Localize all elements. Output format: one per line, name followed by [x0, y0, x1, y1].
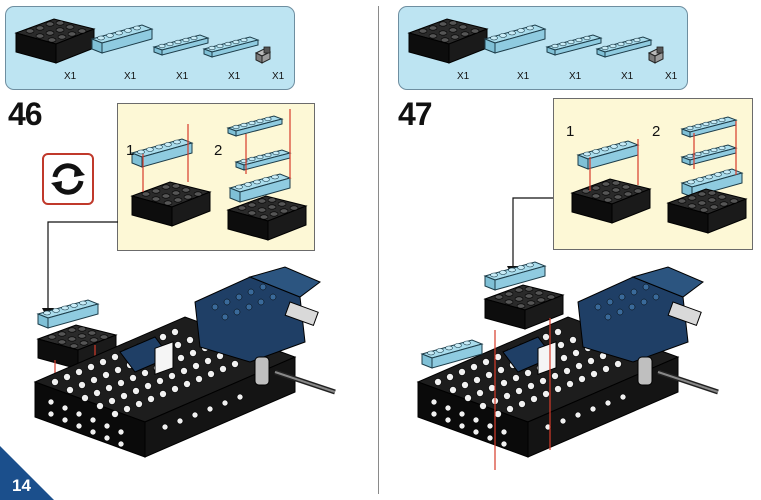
part-qty: X1	[64, 71, 77, 82]
black-brick-2x4-icon	[484, 284, 564, 330]
light-blue-plate-icon	[37, 299, 99, 329]
substep-number: 2	[652, 123, 661, 140]
step-number: 46	[8, 96, 43, 132]
part-qty: X1	[517, 71, 530, 82]
substep-number: 1	[126, 142, 135, 159]
right-assembly-art	[380, 197, 761, 470]
page-number-badge	[0, 446, 54, 500]
step-number: 47	[398, 96, 433, 132]
substep-number: 2	[214, 142, 223, 159]
sub-assembly-callout: 1 2	[553, 98, 753, 250]
sub-assembly-art	[571, 116, 747, 234]
assembled-model	[418, 267, 718, 457]
part-qty: X1	[272, 71, 285, 82]
part-qty: X1	[457, 71, 470, 82]
rotate-model-icon	[51, 163, 85, 195]
part-qty: X1	[228, 71, 241, 82]
parts-list-step-46: X1 X1 X1 X1 X1	[5, 6, 295, 90]
page-divider	[378, 6, 379, 494]
rotate-model-indicator	[42, 153, 94, 205]
part-qty: X1	[621, 71, 634, 82]
left-assembly-art	[0, 221, 380, 500]
part-qty: X1	[665, 71, 678, 82]
part-qty: X1	[176, 71, 189, 82]
substep-number: 1	[566, 123, 575, 140]
sub-assembly-callout: 1 2	[117, 103, 315, 251]
part-qty: X1	[569, 71, 582, 82]
part-qty: X1	[124, 71, 137, 82]
page-number: 14	[12, 476, 31, 495]
assembled-model	[35, 267, 335, 457]
sub-assembly-art	[131, 109, 307, 241]
parts-list-step-47: X1 X1 X1 X1 X1	[398, 6, 688, 90]
